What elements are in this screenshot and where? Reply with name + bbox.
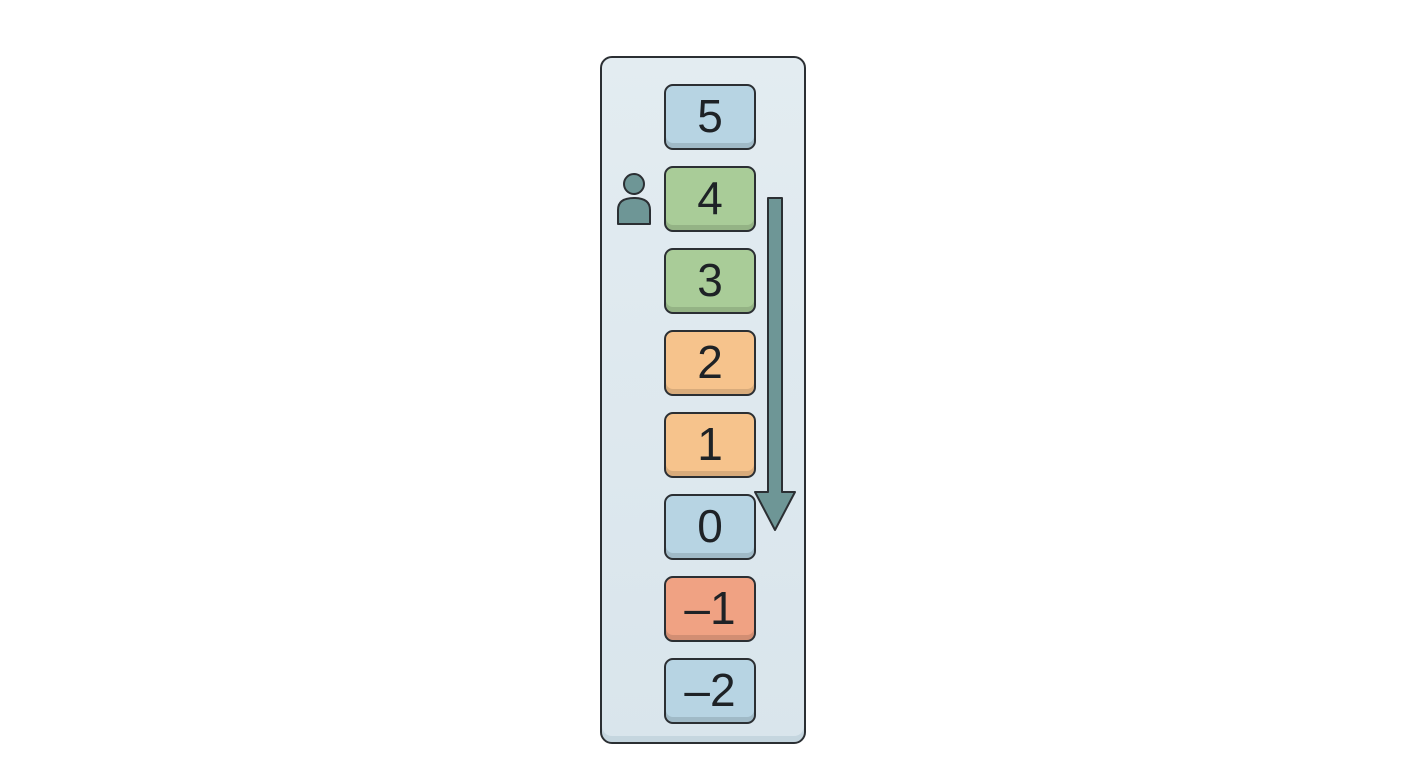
floor-button-5[interactable]: 5: [664, 84, 756, 150]
floor-label: 2: [697, 335, 723, 388]
down-arrow-icon: [754, 197, 796, 531]
floor-button-4[interactable]: 4: [664, 166, 756, 232]
floor-button-0[interactable]: 0: [664, 494, 756, 560]
floor-label: –2: [684, 663, 736, 716]
floor-label: –1: [684, 581, 736, 634]
floor-label: 5: [697, 89, 723, 142]
floor-label: 1: [697, 417, 723, 470]
floor-button-3[interactable]: 3: [664, 248, 756, 314]
person-icon: [617, 173, 651, 225]
floor-button-1[interactable]: 1: [664, 412, 756, 478]
floor-button-list: 5 4 3 2 1 0 –1 –2: [664, 84, 756, 724]
floor-button-minus-2[interactable]: –2: [664, 658, 756, 724]
floor-label: 3: [697, 253, 723, 306]
floor-label: 4: [697, 171, 723, 224]
floor-label: 0: [697, 499, 723, 552]
floor-button-2[interactable]: 2: [664, 330, 756, 396]
floor-button-minus-1[interactable]: –1: [664, 576, 756, 642]
